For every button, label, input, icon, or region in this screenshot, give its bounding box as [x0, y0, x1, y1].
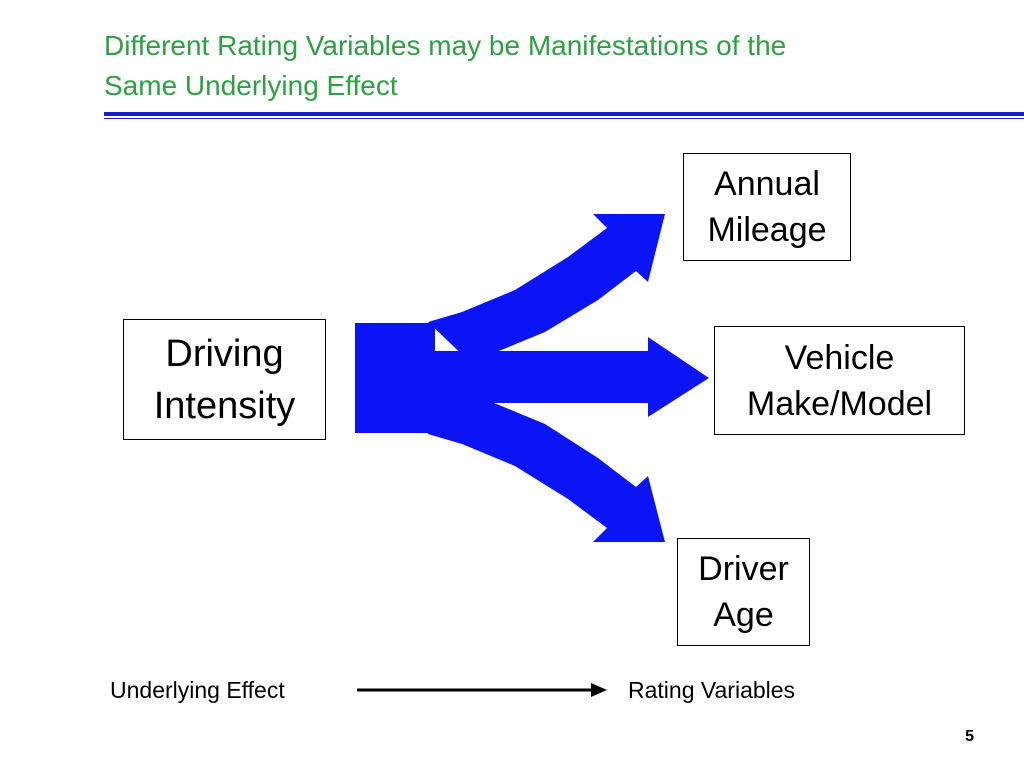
page-number: 5: [965, 728, 974, 745]
arrow-to-annual-mileage: [428, 214, 665, 362]
node-driver-age: Driver Age: [677, 538, 810, 646]
arrow-to-driver-age: [428, 394, 665, 542]
legend-rating-variables: Rating Variables: [628, 677, 796, 703]
legend-underlying-effect: Underlying Effect: [110, 677, 285, 703]
arrow-trunk: [355, 323, 435, 433]
node-annual-mileage: Annual Mileage: [683, 153, 851, 261]
node-driving-intensity: Driving Intensity: [123, 319, 326, 440]
title-underline-thin: [104, 118, 1024, 119]
legend-arrow: [357, 683, 607, 697]
title-underline-thick: [104, 112, 1024, 116]
slide-title: Different Rating Variables may be Manife…: [104, 30, 787, 101]
arrow-to-vehicle-make-model: [430, 337, 709, 417]
node-vehicle-make-model: Vehicle Make/Model: [714, 326, 965, 435]
